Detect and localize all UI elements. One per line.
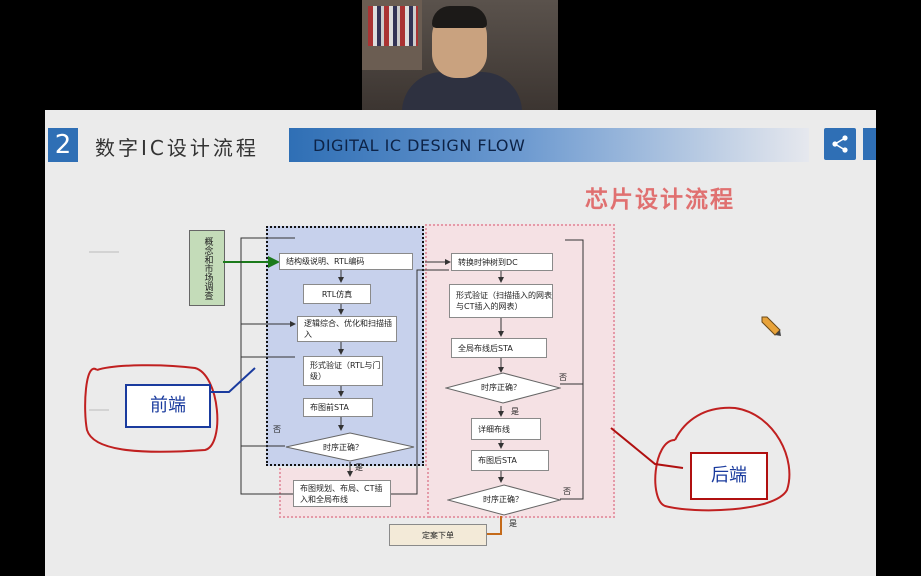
step-post-route-sta: 全局布线后STA (451, 338, 547, 358)
decision-label: 时序正确？ (481, 383, 521, 392)
tapeout-box: 定案下单 (389, 524, 487, 546)
section-title: 数字IC设计流程 (95, 136, 259, 160)
yes-label: 是 (511, 407, 519, 416)
yes-label: 是 (509, 519, 517, 528)
chip-flow-title: 芯片设计流程 (585, 187, 735, 213)
bookshelf (362, 0, 422, 70)
share-button[interactable] (824, 128, 856, 160)
decision-timing-back1 (445, 372, 561, 404)
decision-timing-back2 (447, 484, 561, 516)
step-synthesis: 逻辑综合、优化和扫描插入 (297, 316, 397, 342)
backend-label: 后端 (690, 452, 768, 500)
webcam-video (362, 0, 558, 110)
concept-box: 概念和市场调查 (189, 230, 225, 306)
decision-timing-front (285, 432, 415, 462)
flow-connectors (84, 237, 791, 535)
no-label: 否 (559, 373, 567, 382)
section-number: 2 (48, 128, 78, 162)
no-label: 否 (563, 487, 571, 496)
no-label: 否 (273, 425, 281, 434)
slide: 2 数字IC设计流程 DIGITAL IC DESIGN FLOW 芯片设计流程… (45, 110, 876, 576)
step-detail-route: 详细布线 (471, 418, 541, 440)
step-formal-verify-net: 形式验证（扫描插入的网表与CT插入的网表） (449, 284, 553, 318)
step-rtl-coding: 结构级说明、RTL编码 (279, 253, 413, 270)
step-floorplan: 布图规划、布局、CT插入和全局布线 (293, 480, 391, 507)
step-post-layout-sta: 布图后STA (471, 450, 549, 471)
step-formal-verify: 形式验证（RTL与门级） (303, 356, 383, 386)
presenter-body (402, 72, 522, 110)
decision-label: 时序正确？ (483, 495, 523, 504)
step-clock-tree: 转换时钟树到DC (451, 253, 553, 271)
pencil-icon (761, 316, 781, 336)
step-pre-layout-sta: 布图前STA (303, 398, 373, 417)
share-icon (832, 135, 848, 153)
title-bar (289, 128, 809, 162)
slide-title-en: DIGITAL IC DESIGN FLOW (313, 136, 526, 155)
frontend-label: 前端 (125, 384, 211, 428)
yes-label: 是 (355, 463, 363, 472)
decision-label: 时序正确？ (323, 443, 363, 452)
step-rtl-sim: RTL仿真 (303, 284, 371, 304)
slide-edge-mark (863, 128, 876, 160)
